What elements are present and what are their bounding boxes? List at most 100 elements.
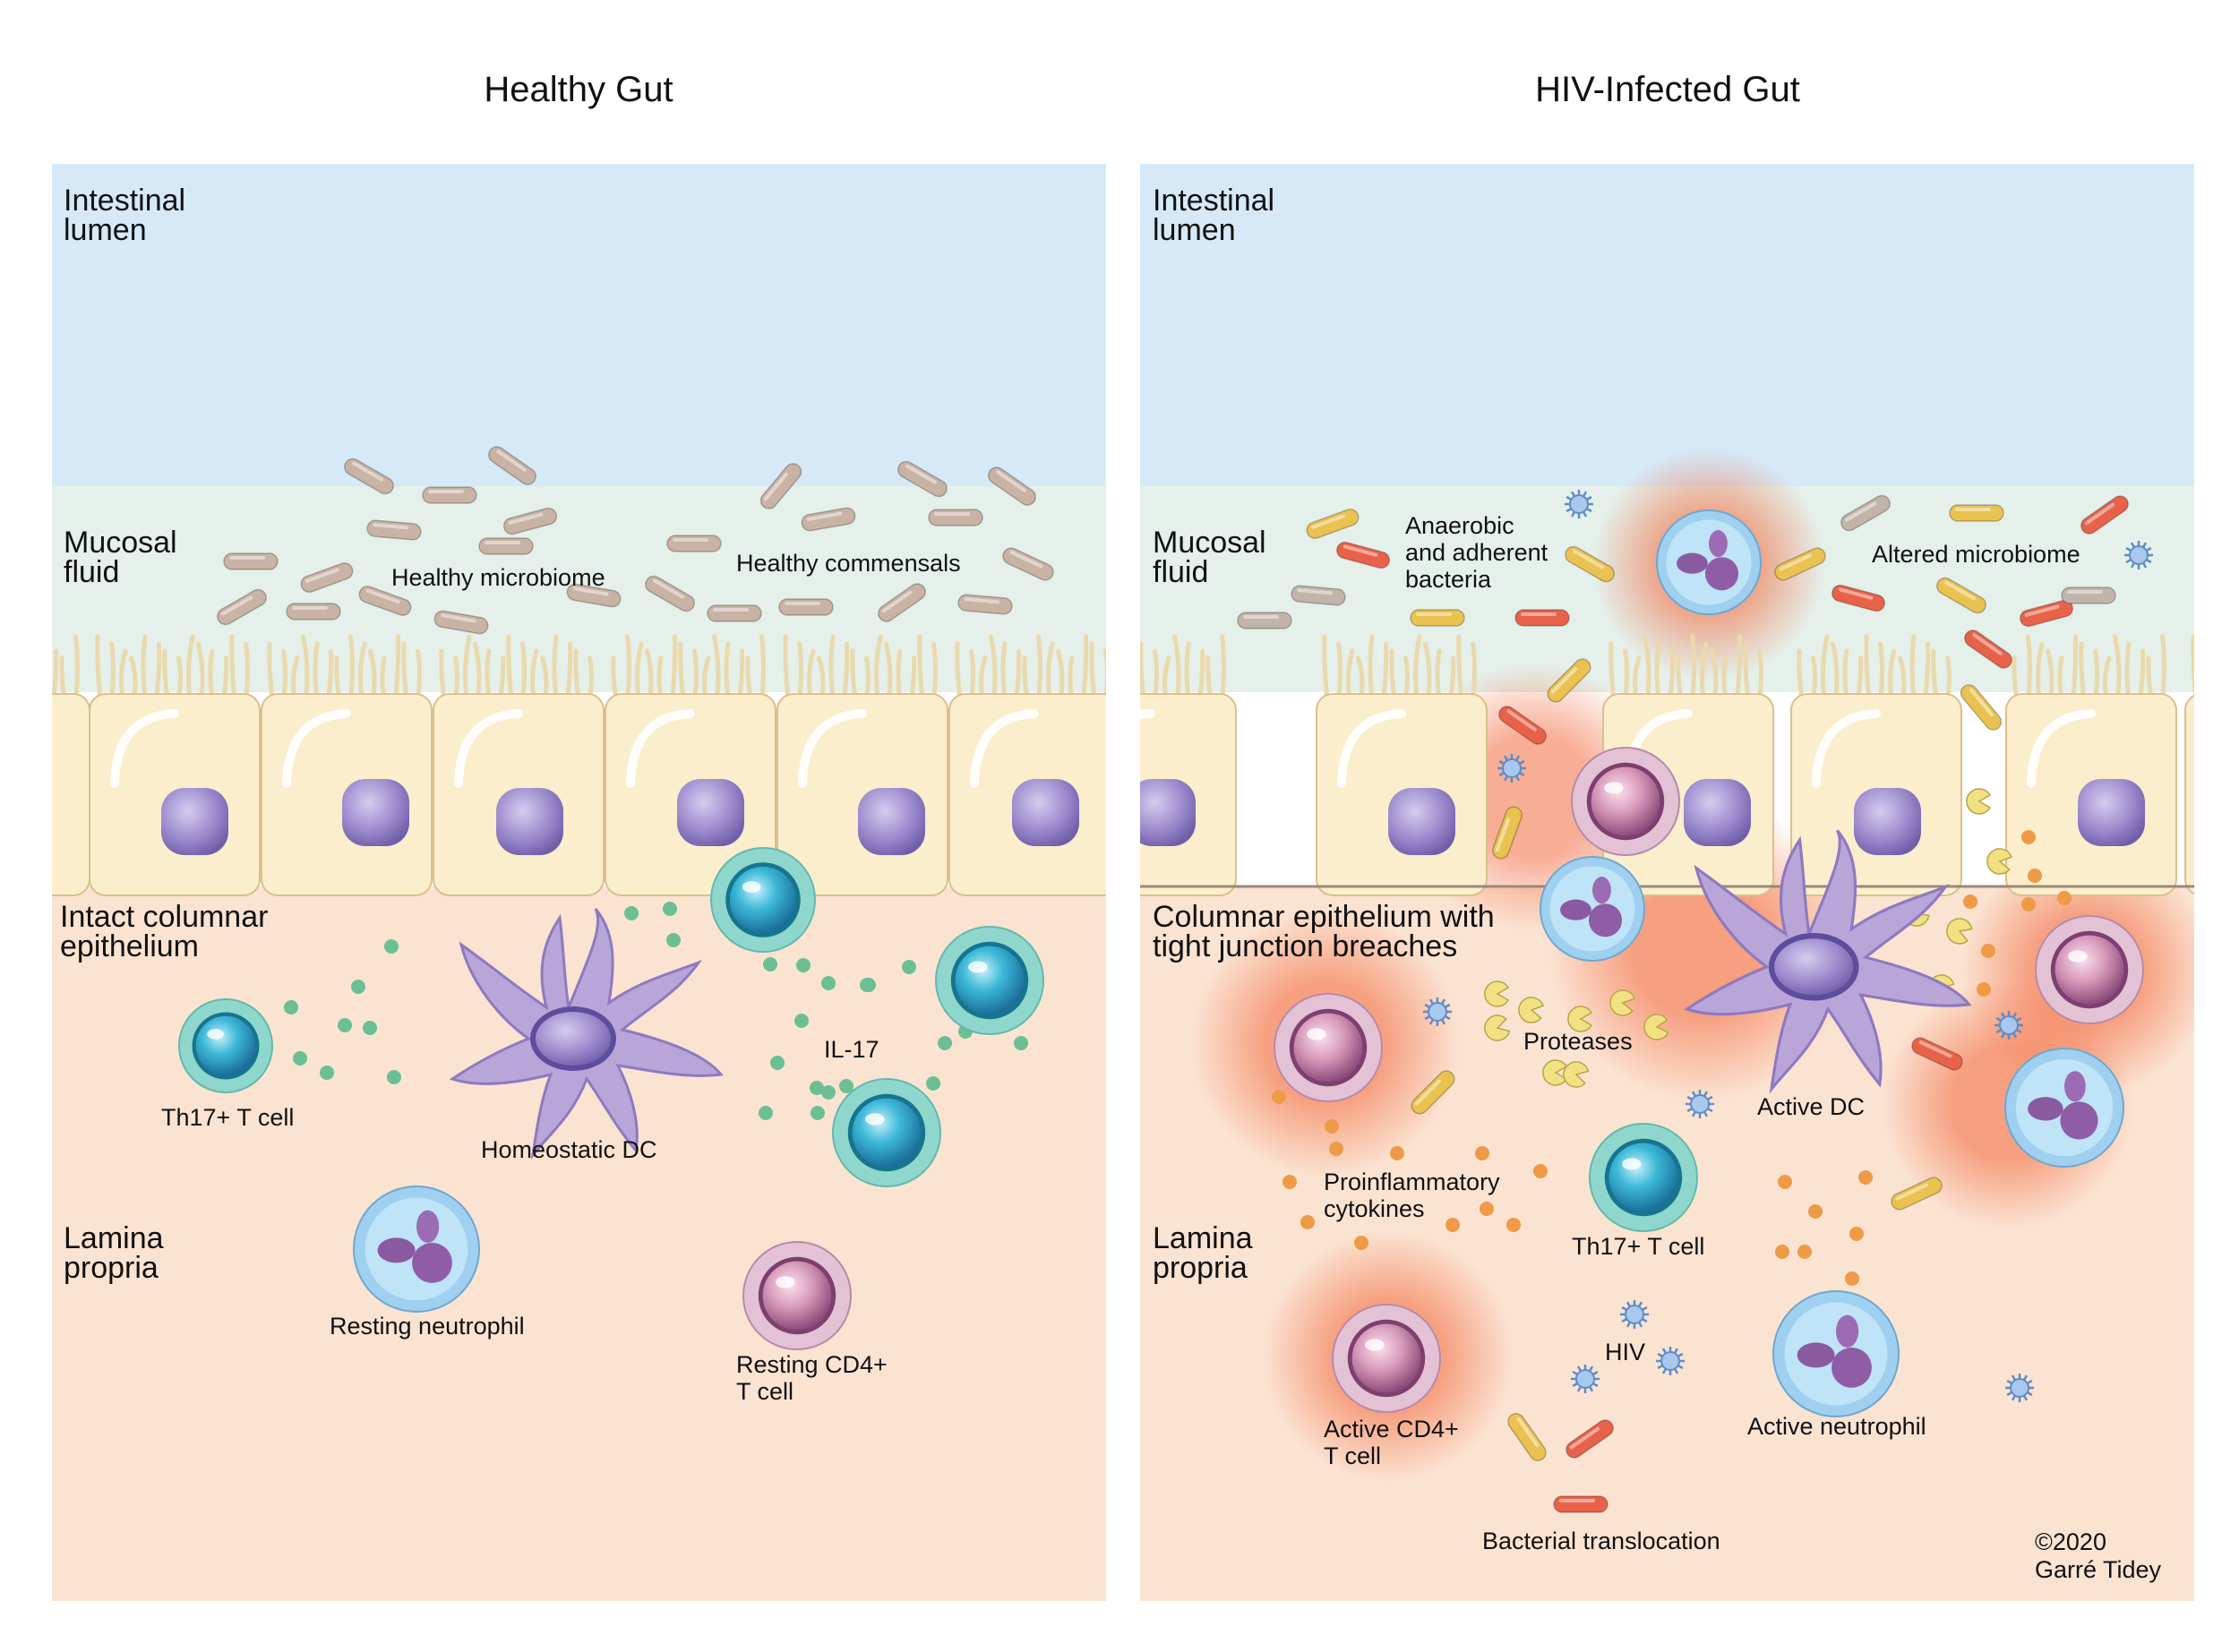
il17-dot: [902, 960, 916, 974]
il17-dot: [284, 1000, 298, 1014]
il17-dot: [938, 1036, 952, 1050]
nucleus: [1012, 779, 1079, 846]
nucleus: [161, 788, 228, 855]
altered-bacteria: [1237, 494, 2129, 1513]
cytokine-dot: [1981, 944, 1995, 958]
commensal-bacterium: [928, 509, 983, 526]
il17-dot: [1014, 1036, 1028, 1050]
hiv-virion: [1571, 1365, 1600, 1393]
cytokine-dot: [1858, 1170, 1873, 1185]
hiv-virion: [1620, 1300, 1649, 1329]
label-active-cd4: Active CD4+ T cell: [1324, 1416, 1459, 1469]
il17-dot: [794, 1014, 809, 1028]
commensal-bacterium: [1002, 547, 1054, 581]
protease: [1966, 788, 1992, 815]
commensal-bacterium: [366, 519, 422, 541]
il17-dot: [763, 957, 777, 972]
il17-dot: [293, 1051, 307, 1066]
il17-dot: [387, 1070, 401, 1084]
commensal-bacterium: [645, 575, 695, 612]
bacterium: [1335, 541, 1391, 569]
nucleus: [1140, 779, 1196, 846]
hiv-panel-title: HIV-Infected Gut: [1535, 70, 1800, 109]
label-th17: Th17+ T cell: [1572, 1233, 1705, 1260]
label-healthy-commensals: Healthy commensals: [736, 550, 961, 577]
epithelial-cell: [948, 634, 1106, 896]
il17-dot: [363, 1021, 377, 1035]
hiv-virions: [1423, 490, 2153, 1402]
cytokine-dot: [1977, 982, 1991, 997]
bacterium: [1565, 545, 1615, 583]
hiv-virion: [2005, 1374, 2034, 1402]
il17-dots: [284, 902, 1028, 1120]
cytokine-dot: [1775, 1245, 1789, 1259]
label-healthy-microbiome: Healthy microbiome: [391, 564, 605, 591]
label-th17: Th17+ T cell: [161, 1104, 295, 1131]
bacterium: [1498, 706, 1547, 745]
il17-dot: [624, 906, 639, 920]
lumen-region: [52, 164, 1106, 486]
hiv-virion: [1656, 1347, 1685, 1375]
epithelial-cell: [89, 634, 261, 896]
region-label-epithelium: Columnar epithelium with tight junction …: [1153, 900, 1495, 963]
epithelial-cell: [776, 634, 948, 896]
protease: [1484, 980, 1510, 1007]
cytokine-dots: [1272, 830, 2072, 1286]
commensal-bacterium: [666, 535, 722, 552]
il17-dot: [811, 1106, 825, 1120]
bacterium: [1911, 1037, 1963, 1071]
commensal-bacterium: [897, 460, 948, 498]
nucleus: [2078, 779, 2145, 846]
nucleus: [1388, 788, 1455, 855]
cytokine-dot: [2057, 891, 2072, 905]
active-cd4-t-cell: [1571, 747, 1680, 856]
hiv-virion: [1497, 754, 1526, 783]
nucleus: [677, 779, 744, 846]
bacterium: [1547, 658, 1591, 703]
bacterium: [1306, 509, 1360, 539]
nucleus: [0, 779, 49, 846]
cytokine-dot: [2021, 897, 2036, 912]
cytokine-dot: [1808, 1204, 1823, 1219]
resting-cd4-t-cell: [742, 1241, 852, 1350]
cytokine-dot: [1533, 1164, 1548, 1178]
epithelial-cell: [1790, 634, 1962, 896]
epithelial-cell: [433, 634, 605, 896]
label-active-dc: Active DC: [1757, 1093, 1866, 1120]
hiv-panel: [1140, 164, 2194, 1601]
epithelial-cell: [1316, 634, 1488, 896]
label-proinflammatory-cytokines: Proinflammatory cytokines: [1324, 1168, 1500, 1222]
commensal-bacterium: [422, 486, 477, 504]
bacterium: [1964, 629, 2012, 669]
commensal-bacterium: [502, 507, 558, 535]
commensal-bacterium: [223, 552, 279, 570]
label-hiv: HIV: [1605, 1339, 1646, 1365]
bacterium: [1936, 577, 1986, 614]
label-homeostatic-dc: Homeostatic DC: [481, 1136, 657, 1163]
protease: [1946, 918, 1973, 945]
active-cd4-t-cell: [1274, 993, 1383, 1102]
nucleus: [1684, 779, 1751, 846]
bacterium: [1831, 584, 1886, 612]
nucleus: [496, 788, 563, 855]
commensal-bacteria: [217, 446, 1054, 635]
th17-t-cell: [710, 847, 816, 953]
epithelial-cells: [0, 634, 1106, 896]
cytokine-dot: [2021, 830, 2036, 844]
th17-t-cell: [935, 926, 1044, 1035]
cytokine-dot: [1445, 1218, 1460, 1232]
cytokine-dot: [1325, 1119, 1339, 1134]
label-anaerobic-bacteria: Anaerobic and adherent bacteria: [1405, 512, 1548, 593]
il17-dot: [810, 1081, 824, 1095]
active-neutrophil: [1540, 856, 1645, 962]
bacterium: [1514, 609, 1570, 627]
cytokine-dot: [1282, 1175, 1297, 1189]
label-active-neutrophil: Active neutrophil: [1747, 1413, 1926, 1440]
il17-dot: [338, 1018, 352, 1032]
cytokine-dot: [1797, 1245, 1812, 1259]
il17-dot: [926, 1076, 940, 1091]
il17-dot: [821, 1085, 836, 1100]
inflammation-glows: [1191, 448, 2194, 1482]
protease: [1518, 997, 1544, 1023]
